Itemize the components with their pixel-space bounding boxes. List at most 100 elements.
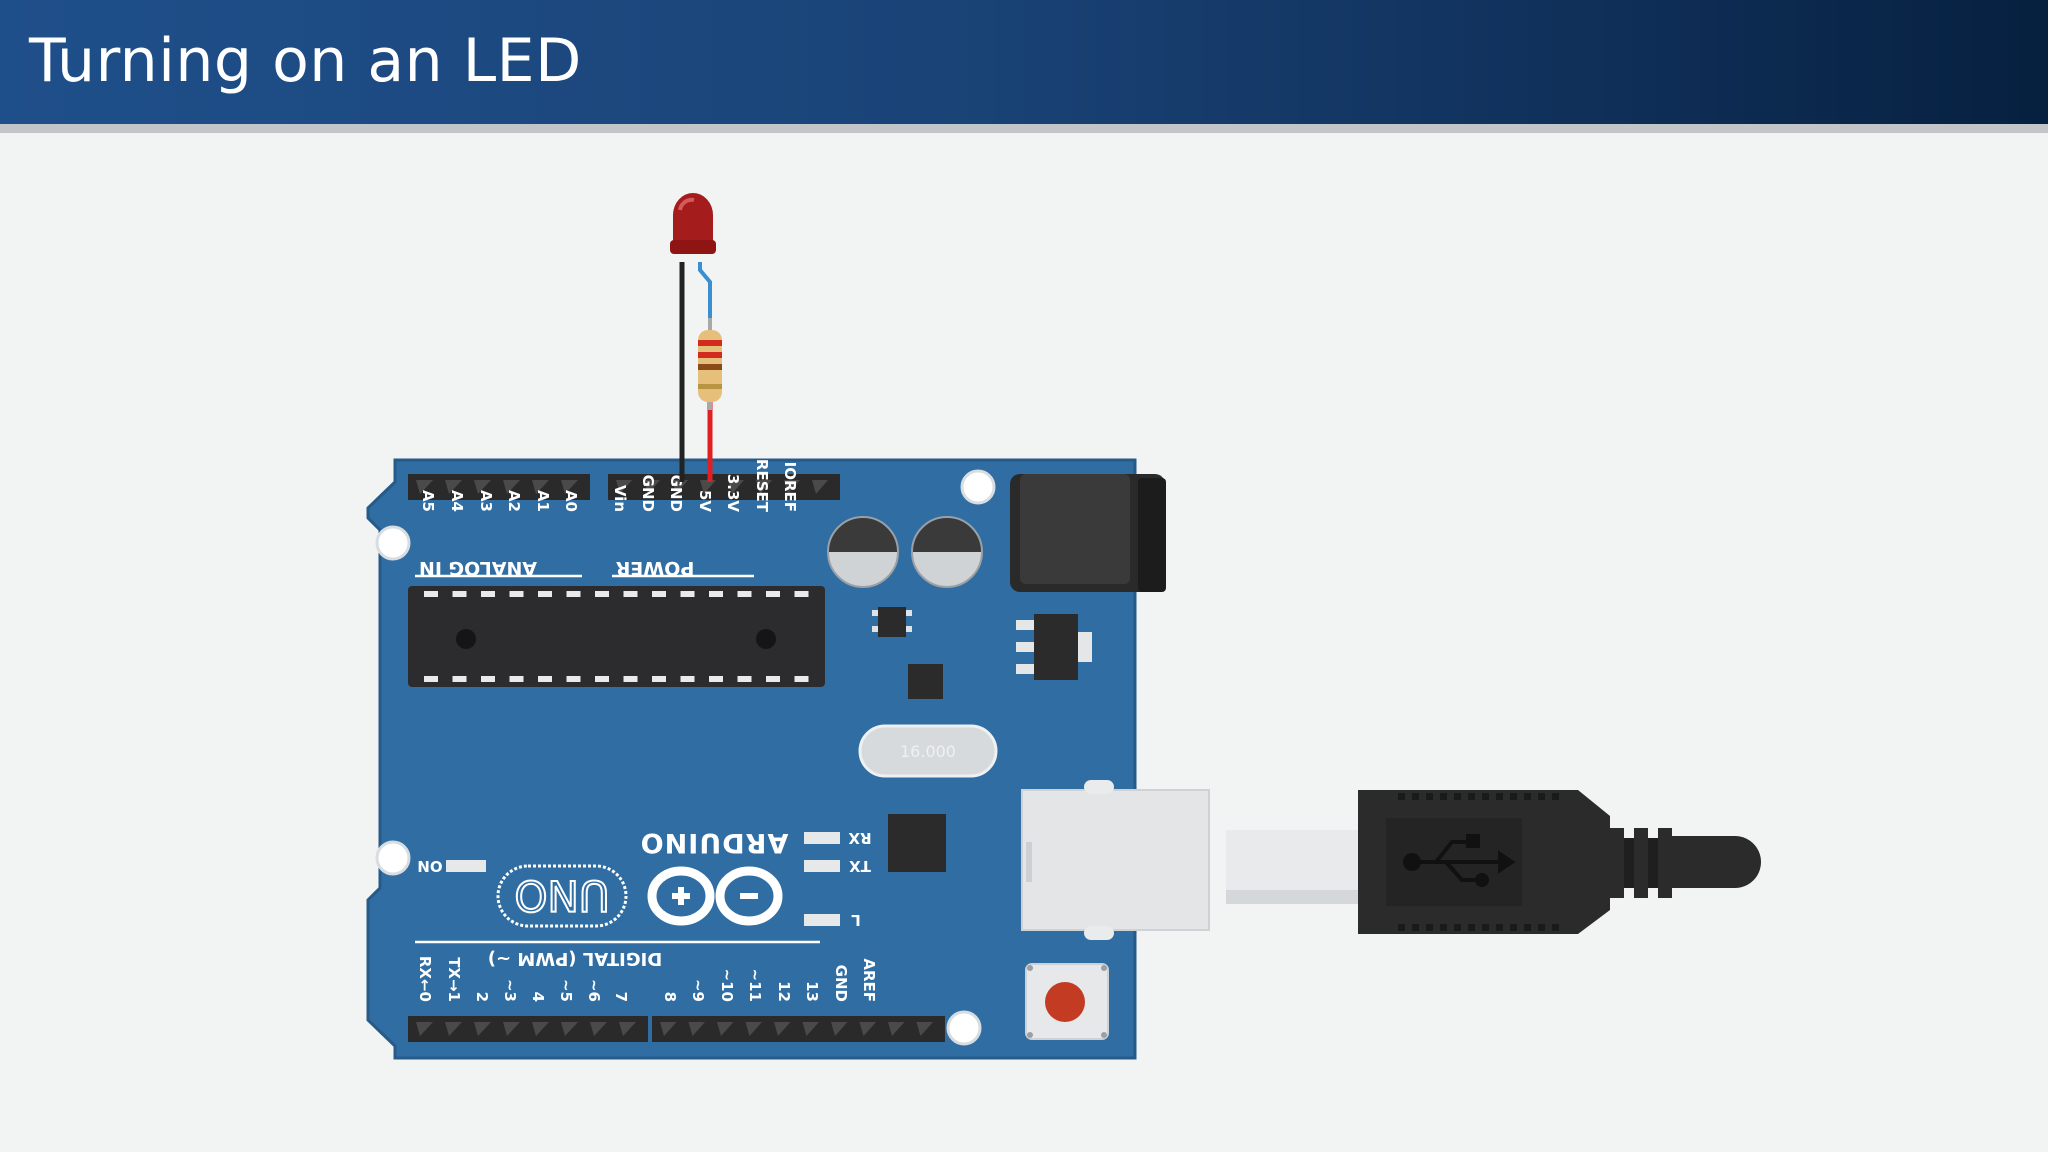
header-pin xyxy=(416,480,433,494)
chip-pin xyxy=(566,676,581,682)
power-label: POWER xyxy=(615,557,694,579)
pin-label: AREF xyxy=(860,958,878,1002)
usb-grip-rib xyxy=(1538,793,1545,800)
usb-grip-rib xyxy=(1440,793,1447,800)
header-pin xyxy=(445,1022,462,1036)
usb-grip-rib xyxy=(1482,924,1489,931)
header-pin xyxy=(888,1022,905,1036)
header-pin xyxy=(503,1022,520,1036)
rx-label: RX xyxy=(848,829,872,847)
small-ic xyxy=(872,607,912,637)
on-led xyxy=(446,860,486,872)
usb-grip-rib xyxy=(1412,793,1419,800)
usb-b-port xyxy=(1021,780,1210,940)
chip-pin xyxy=(623,591,638,597)
pin-label: A4 xyxy=(448,490,466,512)
pin-label: 5V xyxy=(696,490,714,512)
usb-grip-rib xyxy=(1426,793,1433,800)
arduino-wordmark: ARDUINO xyxy=(640,827,789,858)
chip-pin xyxy=(538,676,552,682)
usb-grip-rib xyxy=(1398,793,1405,800)
usb-grip-rib xyxy=(1496,793,1503,800)
chip-pin xyxy=(566,591,581,597)
digital-label: DIGITAL (PWM ~) xyxy=(488,948,662,969)
usb-grip-rib xyxy=(1454,793,1461,800)
usb-grip-rib xyxy=(1468,924,1475,931)
analog-header xyxy=(408,474,590,500)
rx-led xyxy=(804,832,840,844)
power-jack xyxy=(1010,474,1166,592)
chip-dot xyxy=(456,629,476,649)
header-pin xyxy=(756,480,772,494)
header-pin xyxy=(660,1022,677,1036)
tx-led xyxy=(804,860,840,872)
mounting-hole xyxy=(960,469,996,505)
chip-pin xyxy=(509,591,524,597)
usb-grip-rib xyxy=(1524,924,1531,931)
usb-grip-rib xyxy=(1510,793,1517,800)
pin-label: 8 xyxy=(661,992,679,1002)
analog-in-label: ANALOG IN xyxy=(419,557,537,579)
pin-label: 13 xyxy=(803,981,821,1002)
header-pin xyxy=(532,1022,549,1036)
l-label: L xyxy=(851,911,861,929)
pin-label: A0 xyxy=(562,490,580,512)
capacitor xyxy=(911,516,983,588)
usb-interface-chip xyxy=(888,814,946,872)
header-pin xyxy=(812,480,828,494)
chip-pin xyxy=(709,676,723,682)
header-pin xyxy=(561,480,578,494)
usb-grip-rib xyxy=(1482,793,1489,800)
pin-label: TX→1 xyxy=(445,957,463,1002)
header-pin xyxy=(590,1022,607,1036)
uno-badge: UNO xyxy=(496,864,628,928)
usb-grip-rib xyxy=(1468,793,1475,800)
pin-label: 7 xyxy=(612,992,630,1002)
chip-pin xyxy=(424,676,438,682)
digital-header-low xyxy=(408,1016,648,1042)
mounting-hole xyxy=(375,525,411,561)
slide-title: Turning on an LED xyxy=(29,26,582,96)
header-pin xyxy=(728,480,744,494)
pin-label: 2 xyxy=(473,992,491,1002)
header-socket xyxy=(408,1016,648,1042)
usb-grip-rib xyxy=(1496,924,1503,931)
header-pin xyxy=(644,480,660,494)
header-pin xyxy=(416,1022,433,1036)
pin-label: GND xyxy=(667,475,685,512)
arduino-logo-icon xyxy=(647,866,783,926)
chip-pin xyxy=(737,676,752,682)
led-icon xyxy=(670,193,716,254)
header-pin xyxy=(802,1022,819,1036)
chip-pin xyxy=(481,591,495,597)
crystal-oscillator: 16.000 xyxy=(858,724,998,778)
pin-label: 4 xyxy=(529,992,547,1002)
chip-pin xyxy=(652,591,666,597)
slide-header xyxy=(0,0,2048,124)
chip-pin xyxy=(595,676,609,682)
chip-pin xyxy=(680,591,695,597)
reset-button[interactable] xyxy=(1025,963,1109,1040)
pin-label: ~5 xyxy=(557,979,575,1002)
chip-pin xyxy=(766,591,780,597)
chip-pin xyxy=(452,676,467,682)
header-pin xyxy=(688,1022,705,1036)
usb-grip-rib xyxy=(1412,924,1419,931)
usb-grip-rib xyxy=(1538,924,1545,931)
pin-label: ~6 xyxy=(585,979,603,1002)
pin-label: A3 xyxy=(477,490,495,512)
chip-pins xyxy=(424,591,809,682)
chip-pin xyxy=(452,591,467,597)
pin-label: ~9 xyxy=(689,979,707,1002)
pin-label: ~3 xyxy=(501,979,519,1002)
uno-label: UNO xyxy=(514,871,609,920)
pin-label: ~11 xyxy=(746,969,764,1002)
chip-pin xyxy=(766,676,780,682)
usb-grip-rib xyxy=(1552,924,1559,931)
chip-pin xyxy=(595,591,609,597)
header-pin xyxy=(619,1022,636,1036)
resistor-icon xyxy=(698,318,722,410)
capacitor xyxy=(827,516,899,588)
usb-grip-rib xyxy=(1510,924,1517,931)
mounting-hole xyxy=(946,1010,982,1046)
